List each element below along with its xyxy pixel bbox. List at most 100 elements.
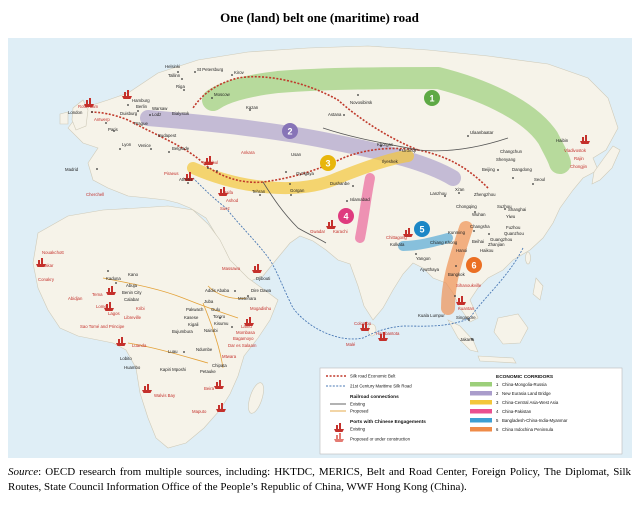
rail-proposed-2 [202, 302, 224, 369]
legend-port-proposed-icon [334, 433, 344, 442]
city-beihai: Beihai [472, 239, 484, 244]
city-antwerp: Antwerp [94, 117, 110, 122]
city-fuzhou: Fuzhou [506, 225, 521, 230]
city-luau: Luau [168, 349, 178, 354]
city-luanda: Luanda [132, 343, 147, 348]
city-petauke: Petauke [200, 369, 216, 374]
city-labels: Helsinki Tallinn Riga St Petersburg Kiro… [38, 64, 588, 414]
legend-rail-existing: Existing [350, 402, 366, 407]
city-colombo: Colombo [354, 321, 372, 326]
port-vladivostok-icon [580, 135, 590, 144]
city-quanzhou: Quanzhou [504, 231, 524, 236]
city-sihanoukville: Sihanoukville [456, 283, 482, 288]
rail-existing-1 [322, 127, 509, 152]
city-calabar: Calabar [124, 297, 140, 302]
city-ayutthaya: Ayutthaya [420, 267, 440, 272]
silk-road-belt-branch [192, 75, 419, 151]
rail-proposed-3 [127, 342, 209, 364]
city-tehran: Tehran [252, 189, 266, 194]
corridor-3-band [187, 150, 414, 195]
city-bagamoyo: Bagamoyo [233, 336, 254, 341]
city-guangzhou: Guangzhou [490, 237, 513, 242]
svg-text:2: 2 [287, 127, 292, 137]
city-gwadar: Gwadar [310, 229, 326, 234]
sumatra-land [447, 319, 479, 353]
city-piraeus: Piraeus [164, 171, 179, 176]
japan-land [591, 145, 621, 185]
city-lome: Lome [96, 304, 107, 309]
svg-text:3: 3 [325, 159, 330, 169]
city-sao-tome: Sao Tomé and Principe [80, 324, 125, 329]
city-bialystok: Bialystok [172, 111, 190, 116]
legend-rail-header: Railroad connections [350, 394, 399, 400]
java-land [477, 355, 517, 364]
city-dots [91, 71, 534, 353]
city-beijing: Beijing [482, 167, 496, 172]
city-moscow: Moscow [214, 92, 231, 97]
city-kasese: Kasese [184, 315, 199, 320]
economic-corridor-bands [140, 67, 571, 315]
port-djibouti-icon [252, 264, 262, 273]
city-kaduna: Kaduna [106, 276, 121, 281]
city-metehara: Metehara [238, 296, 257, 301]
city-ashod: Ashod [226, 198, 239, 203]
city-tororo: Tororo [213, 314, 226, 319]
city-london: London [68, 110, 83, 115]
svg-text:Bangladesh-China-India-Myanmar: Bangladesh-China-India-Myanmar [502, 418, 568, 423]
city-male: Malé [346, 342, 356, 347]
city-singapore: Singapore [456, 315, 476, 320]
city-bujumbura: Bujumbura [172, 329, 193, 334]
city-nouakchott: Nouakchott [42, 250, 65, 255]
city-suez: Suez [220, 206, 230, 211]
city-ilyeshek: Ilyeshek [382, 159, 399, 164]
city-mtwara: Mtwara [222, 354, 237, 359]
city-zhanjian: Zhanjian [488, 242, 505, 247]
city-cherchell: Cherchell [86, 192, 104, 197]
corridor-6-band [441, 221, 473, 315]
city-chiang-khong: Chiang Khong [430, 240, 458, 245]
svg-text:China Indochina Peninsula: China Indochina Peninsula [502, 427, 554, 432]
city-kuala-lumpur: Kuala Lumpur [418, 313, 445, 318]
city-nairobi: Nairobi [204, 328, 218, 333]
city-haikou: Haikou [480, 248, 494, 253]
corridor-badges: 1 2 3 4 5 6 [282, 90, 482, 273]
svg-text:6: 6 [496, 427, 499, 432]
city-yangon: Yangon [416, 256, 431, 261]
port-luanda-icon [116, 337, 126, 346]
svg-text:China-Pakistan: China-Pakistan [502, 409, 532, 414]
source-note: Source: OECD research from multiple sour… [8, 465, 631, 495]
city-tallinn: Tallinn [168, 73, 181, 78]
city-lobito: Lobito [120, 356, 132, 361]
city-islamabad: Islamabad [350, 197, 370, 202]
city-zhengzhou: Zhengzhou [474, 192, 496, 197]
port-kuantan-icon [456, 296, 466, 305]
ireland-land [59, 111, 69, 125]
city-belgrade: Belgrade [172, 146, 190, 151]
rail-proposed-4 [207, 285, 247, 299]
city-kunming: Kunming [448, 230, 466, 235]
corridor-badge-6: 6 [466, 257, 482, 273]
city-hambantota: Hambantota [376, 331, 400, 336]
city-istanbul: Istanbul [203, 160, 218, 165]
city-ndumbe: Ndumbe [196, 347, 213, 352]
city-riga: Riga [176, 84, 185, 89]
city-berlin: Berlin [136, 104, 148, 109]
city-dakar: Dakar [42, 263, 54, 268]
port-hamburg-icon [122, 90, 132, 99]
city-addis-ababa: Addis Ababa [205, 288, 230, 293]
city-juba: Juba [204, 299, 214, 304]
city-chittagong: Chittagong [386, 235, 407, 240]
city-lamu: Lamu [241, 324, 252, 329]
city-wuhan: Wuhan [472, 212, 486, 217]
svg-text:China-Central Asia-West Asia: China-Central Asia-West Asia [502, 400, 559, 405]
madagascar-land [248, 382, 264, 414]
svg-text:6: 6 [471, 261, 476, 271]
city-lagos: Lagos [108, 311, 120, 316]
city-libreville: Libreville [124, 315, 142, 320]
taiwan-land [525, 251, 531, 265]
city-dushanbe: Dushanbe [330, 181, 350, 186]
city-jakarta: Jakarta [460, 337, 475, 342]
legend-silk-road: Silk road Economic Belt [350, 374, 396, 379]
city-rajin: Rajin [574, 156, 584, 161]
